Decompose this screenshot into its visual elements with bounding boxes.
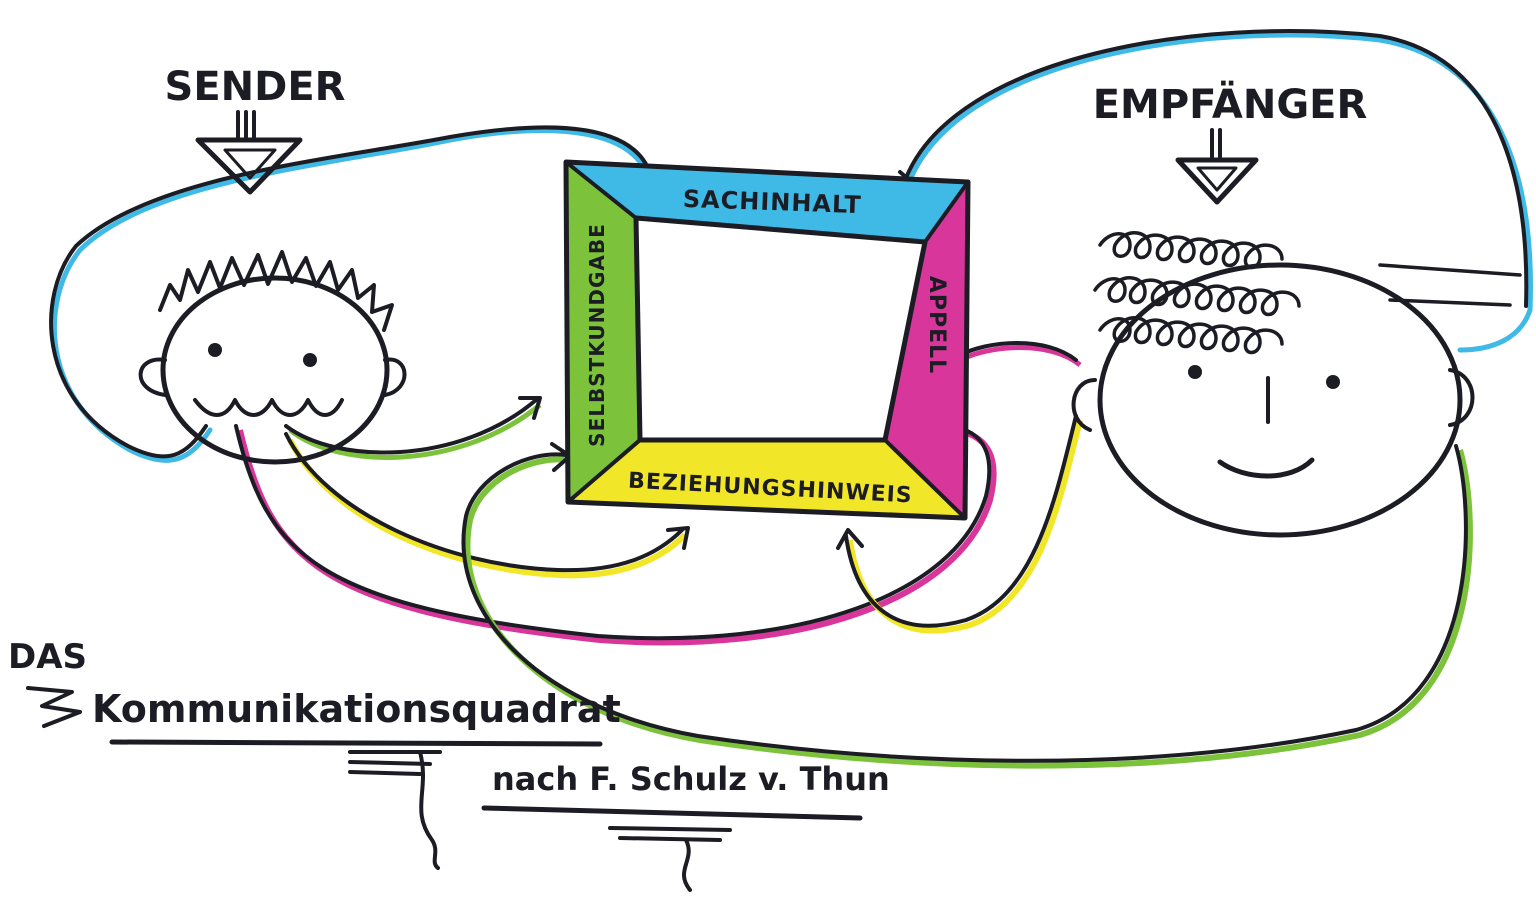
sender-down-arrow-icon <box>195 110 303 195</box>
receiver-down-arrow-icon <box>1175 128 1259 205</box>
communication-frame: SACHINHALT SELBSTKUNDGABE APPELL BEZIEHU… <box>563 159 971 521</box>
receiver-face <box>1071 231 1522 538</box>
beziehung-connector <box>284 432 690 579</box>
frame-top-sachinhalt <box>566 162 968 242</box>
receiver-smile <box>1217 457 1315 479</box>
sender-label: SENDER <box>165 64 346 110</box>
title-das: DAS <box>8 637 87 677</box>
receiver-beziehung-connector <box>836 414 1083 634</box>
sender-mouth <box>193 398 344 417</box>
receiver-hair <box>1093 231 1522 355</box>
sender-face <box>138 250 407 465</box>
title-main: Kommunikationsquadrat <box>92 687 621 731</box>
frame-left-selbstkundgabe <box>566 162 640 502</box>
sender-hair <box>158 250 394 332</box>
label-selbstkundgabe: SELBSTKUNDGABE <box>585 223 609 447</box>
frame-bottom-beziehung <box>568 440 965 518</box>
title-block: DAS Kommunikationsquadrat nach F. Schulz… <box>8 637 890 892</box>
label-appell: APPELL <box>924 276 949 374</box>
frame-right-appell <box>885 182 968 518</box>
label-sachinhalt: SACHINHALT <box>682 185 862 219</box>
selbstkundgabe-connector <box>284 396 542 460</box>
subtitle-author: nach F. Schulz v. Thun <box>492 760 890 798</box>
receiver-label: EMPFÄNGER <box>1093 80 1368 128</box>
